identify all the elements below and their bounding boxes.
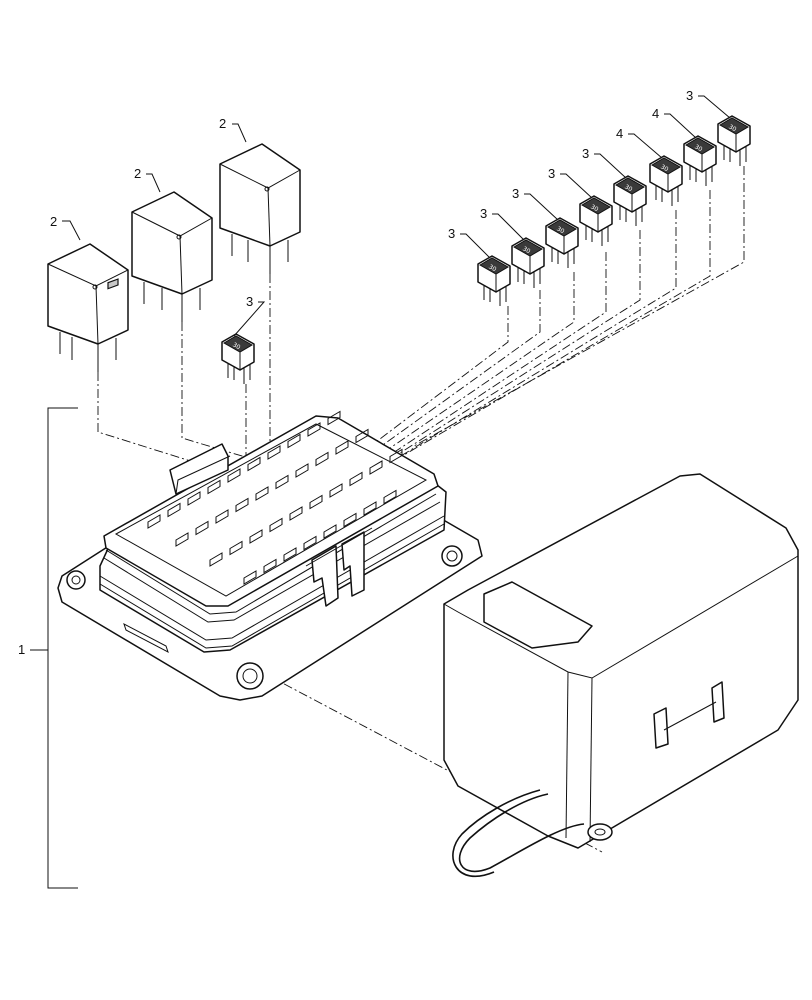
fuse-callout-leader — [492, 213, 525, 241]
fuse-rating-label: 30 — [589, 203, 599, 213]
fuse-slot — [249, 529, 263, 544]
fuse-slot — [349, 471, 363, 487]
callout-4: 4 — [652, 106, 659, 121]
fuse-box-base — [57, 410, 483, 701]
fuse-slot — [243, 570, 257, 585]
fuse-slot — [289, 506, 303, 521]
fuse-callout-leader — [524, 193, 559, 221]
fuse-rating-label: 30 — [521, 245, 531, 255]
fuse-slot-grid — [147, 410, 403, 585]
fuse-slot — [247, 456, 261, 472]
fuse-slot — [167, 502, 181, 518]
fuse-slot — [389, 448, 403, 464]
callout-3: 3 — [582, 146, 589, 161]
callout-3: 3 — [448, 226, 455, 241]
callout-1: 1 — [18, 642, 25, 657]
fuse-rating-label: 30 — [231, 341, 241, 351]
fuse-box-cover — [443, 473, 799, 878]
fuse-slot — [267, 445, 281, 460]
mini-fuse: 30 — [649, 155, 683, 206]
fuse-slot — [269, 517, 283, 533]
fuse-slot — [283, 547, 297, 562]
fuse-slot — [383, 489, 397, 505]
mini-fuse: 30 — [579, 195, 613, 246]
fuse-slot — [215, 509, 229, 524]
mini-fuse: 30 — [613, 175, 647, 226]
callout-4: 4 — [616, 126, 623, 141]
fuse-slot — [329, 483, 343, 498]
fuse-group: 30 3 30 3 30 3 30 3 30 3 30 3 30 4 30 4 30 3 — [221, 88, 751, 384]
fuse-slot — [227, 468, 241, 483]
callout-2-relay-right: 2 — [219, 116, 226, 131]
mini-fuse: 30 — [511, 237, 545, 288]
fuse-slot — [309, 494, 323, 510]
fuse-rating-label: 30 — [727, 123, 737, 133]
relay-mid — [131, 191, 213, 322]
mini-fuse: 30 — [717, 115, 751, 166]
callout-3: 3 — [480, 206, 487, 221]
fuse-slot — [315, 451, 329, 467]
fuse-callout-leader — [664, 113, 697, 139]
fuse-callout-leader — [233, 301, 266, 337]
fuse-slot — [209, 552, 223, 567]
fuse-slot — [363, 501, 377, 516]
fuse-slot — [195, 520, 209, 536]
fuse-rating-label: 30 — [659, 163, 669, 173]
fuse-rating-label: 30 — [693, 143, 703, 153]
callout-3: 3 — [512, 186, 519, 201]
fuse-slot — [343, 512, 357, 528]
fuse-slot — [335, 440, 349, 455]
fuse-slot — [323, 524, 337, 539]
fuse-slot — [303, 535, 317, 551]
fuse-slot — [307, 422, 321, 437]
relay-callout-leaders — [62, 123, 247, 241]
fuse-slot — [355, 428, 369, 444]
relay-left — [47, 243, 129, 372]
fuse-slot — [327, 410, 341, 426]
mini-fuse: 30 — [545, 217, 579, 268]
fuse-slot — [235, 497, 249, 513]
fuse-rating-label: 30 — [623, 183, 633, 193]
fuse-slot — [187, 491, 201, 506]
callout-3: 3 — [548, 166, 555, 181]
callout-2-relay-mid: 2 — [134, 166, 141, 181]
fuse-callout-leader — [698, 95, 731, 119]
callout-3: 3 — [686, 88, 693, 103]
fuse-rating-label: 30 — [487, 263, 497, 273]
fuse-callout-leader — [594, 153, 627, 179]
fuse-slot — [369, 460, 383, 475]
assembly-bracket — [30, 407, 78, 889]
relay-right — [219, 143, 301, 274]
fuse-slot — [229, 540, 243, 556]
fuse-slot — [255, 486, 269, 501]
fuse-callout-leader — [460, 233, 491, 259]
fuse-slot — [275, 474, 289, 490]
fuse-callout-leader — [628, 133, 663, 159]
callout-2-relay-left: 2 — [50, 214, 57, 229]
mini-fuse: 30 — [221, 333, 255, 384]
fuse-slot — [295, 463, 309, 478]
fuse-slot — [175, 532, 189, 547]
fuse-rating-label: 30 — [555, 225, 565, 235]
fuse-callout-leader — [560, 173, 593, 199]
mini-fuse: 30 — [683, 135, 717, 186]
fuse-slot — [147, 514, 161, 529]
fuse-slot — [207, 479, 221, 495]
fuse-slot — [287, 433, 301, 449]
callout-3: 3 — [246, 294, 253, 309]
mini-fuse: 30 — [477, 255, 511, 306]
fuse-slot — [263, 558, 277, 574]
